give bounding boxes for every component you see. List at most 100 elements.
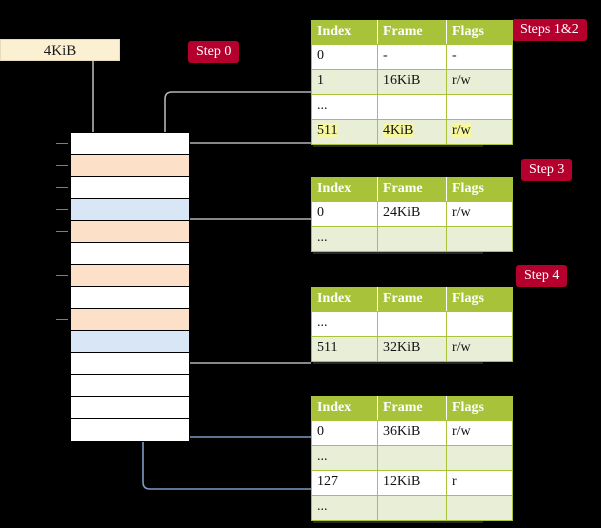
table-cell: r/w xyxy=(446,336,513,362)
badge-step-0-label: Step 0 xyxy=(196,44,232,59)
table-cell xyxy=(446,495,513,521)
table-cell: 36KiB xyxy=(377,420,447,446)
cell-value: 0 xyxy=(317,205,324,220)
badge-step-3-label: Step 3 xyxy=(529,162,565,177)
table-cell xyxy=(446,445,513,471)
wire-step4-from-level2-row511 xyxy=(173,308,311,364)
source-frame-box: 4KiB xyxy=(0,39,120,61)
table-row[interactable]: 0 24KiB r/w xyxy=(311,201,513,227)
table-cell xyxy=(377,94,447,120)
table-cell: 16KiB xyxy=(377,69,447,95)
column-header-flags: Flags xyxy=(446,20,513,45)
table-cell: ... xyxy=(311,94,378,120)
table-cell: r/w xyxy=(446,119,513,145)
table-row[interactable]: 511 32KiB r/w xyxy=(311,336,513,362)
table-row[interactable]: ... xyxy=(311,311,513,337)
table-cell xyxy=(446,311,513,337)
table-row[interactable]: 127 12KiB r xyxy=(311,470,513,496)
cell-value: ... xyxy=(317,98,328,113)
memory-tick xyxy=(56,209,68,210)
cell-value: 0 xyxy=(317,48,324,63)
memory-tick xyxy=(56,275,68,276)
column-header-index: Index xyxy=(311,20,378,45)
cell-value: 511 xyxy=(317,340,338,355)
memory-row xyxy=(71,199,189,221)
table-row[interactable]: ... xyxy=(311,445,513,471)
table-cell: 511 xyxy=(311,119,378,145)
memory-row xyxy=(71,133,189,155)
table-row[interactable]: ... xyxy=(311,226,513,252)
memory-row xyxy=(71,243,189,265)
memory-tick xyxy=(56,231,68,232)
cell-value: r/w xyxy=(452,73,471,88)
table-cell: 4KiB xyxy=(377,119,447,145)
table-cell: - xyxy=(446,44,513,70)
physical-memory-column xyxy=(70,132,190,442)
table-cell xyxy=(377,226,447,252)
column-header-frame: Frame xyxy=(377,177,447,202)
memory-row xyxy=(71,375,189,397)
memory-tick xyxy=(56,187,68,188)
column-header-flags: Flags xyxy=(446,287,513,312)
memory-row xyxy=(71,177,189,199)
table-cell: 0 xyxy=(311,44,378,70)
table-cell: 511 xyxy=(311,336,378,362)
column-header-index: Index xyxy=(311,287,378,312)
cell-value: 511 xyxy=(317,123,338,138)
table-cell: r/w xyxy=(446,420,513,446)
memory-row xyxy=(71,397,189,419)
table-row[interactable]: 0 - - xyxy=(311,44,513,70)
column-header-index: Index xyxy=(311,396,378,421)
memory-row xyxy=(71,265,189,287)
cell-value: r/w xyxy=(452,205,471,220)
table-cell: 0 xyxy=(311,420,378,446)
cell-value: 32KiB xyxy=(383,340,421,355)
cell-value: - xyxy=(383,48,388,63)
memory-row xyxy=(71,353,189,375)
table-row[interactable]: ... xyxy=(311,94,513,120)
table-cell: 24KiB xyxy=(377,201,447,227)
cell-value: r xyxy=(452,474,457,489)
table-cell: r/w xyxy=(446,201,513,227)
cell-value: 4KiB xyxy=(383,123,414,138)
column-header-frame: Frame xyxy=(377,287,447,312)
memory-row xyxy=(71,309,189,331)
badge-step-4-label: Step 4 xyxy=(524,268,560,283)
memory-row xyxy=(71,287,189,309)
table-cell xyxy=(377,495,447,521)
cell-value: - xyxy=(452,48,457,63)
cell-value: ... xyxy=(317,315,328,330)
cell-value: 0 xyxy=(317,424,324,439)
cell-value: 127 xyxy=(317,474,338,489)
table-row[interactable]: ... xyxy=(311,495,513,521)
memory-tick xyxy=(56,143,68,144)
memory-tick xyxy=(56,165,68,166)
cell-value: ... xyxy=(317,449,328,464)
cell-value: r/w xyxy=(452,123,471,138)
cell-value: 16KiB xyxy=(383,73,421,88)
wire-step3-from-level3-row0 xyxy=(178,218,311,250)
memory-row xyxy=(71,331,189,353)
table-row[interactable]: 511 4KiB r/w xyxy=(311,119,513,145)
wire-steps12-from-level4-row511 xyxy=(173,142,311,206)
table-cell: ... xyxy=(311,226,378,252)
table-cell: 0 xyxy=(311,201,378,227)
badge-steps-1-2: Steps 1&2 xyxy=(512,19,587,41)
memory-tick xyxy=(56,319,68,320)
column-header-frame: Frame xyxy=(377,20,447,45)
table-cell: ... xyxy=(311,495,378,521)
cell-value: r/w xyxy=(452,340,471,355)
badge-steps-1-2-label: Steps 1&2 xyxy=(520,22,579,37)
table-cell: 12KiB xyxy=(377,470,447,496)
column-header-flags: Flags xyxy=(446,177,513,202)
table-cell: ... xyxy=(311,445,378,471)
memory-row xyxy=(71,221,189,243)
table-cell xyxy=(377,445,447,471)
